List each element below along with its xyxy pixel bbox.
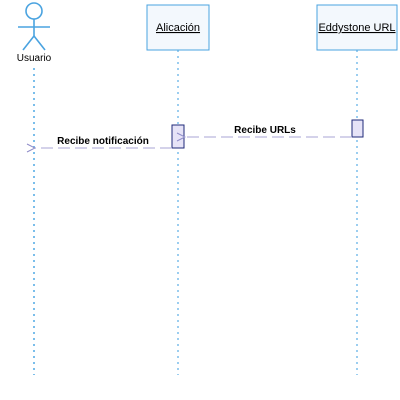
participant-label-alicacion: Alicación: [156, 22, 200, 34]
activation-bar-eddystone-url: [351, 119, 364, 138]
participant-box-alicacion: [146, 4, 210, 51]
participant-box-eddystone-url: [316, 4, 398, 51]
participant-label-eddystone-url: Eddystone URL: [318, 22, 395, 34]
stick-figure-actor-icon: [18, 2, 50, 51]
activation-bar-alicacion: [171, 124, 185, 149]
actor-label-usuario: Usuario: [17, 53, 52, 64]
message-label-recibe-notificacion: Recibe notificación: [57, 136, 149, 147]
message-label-recibe-urls: Recibe URLs: [234, 125, 296, 136]
